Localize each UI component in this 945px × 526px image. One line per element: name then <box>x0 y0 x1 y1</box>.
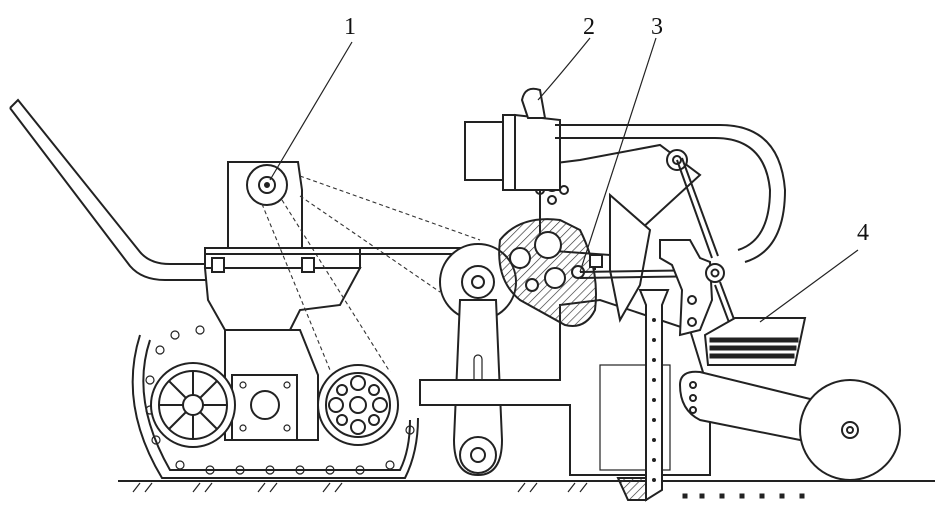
seed-tube <box>616 289 670 502</box>
crawler-track <box>131 325 419 479</box>
driven-sprocket <box>317 364 399 446</box>
ground-line <box>118 480 935 499</box>
coverer-arm <box>659 239 737 337</box>
leader-lines <box>269 37 859 323</box>
handle-bar <box>9 98 210 281</box>
drive-belt <box>261 175 481 373</box>
main-frame <box>419 143 711 476</box>
drive-sprocket <box>150 362 236 448</box>
frame-rod <box>205 247 490 255</box>
metering-plate <box>498 218 597 327</box>
callout-2: 2 <box>583 14 595 40</box>
press-wheel <box>799 379 901 481</box>
callout-3: 3 <box>651 14 663 40</box>
callout-1: 1 <box>344 14 356 40</box>
callout-4: 4 <box>857 220 869 246</box>
top-cover <box>464 87 787 263</box>
hopper-box <box>703 317 807 366</box>
